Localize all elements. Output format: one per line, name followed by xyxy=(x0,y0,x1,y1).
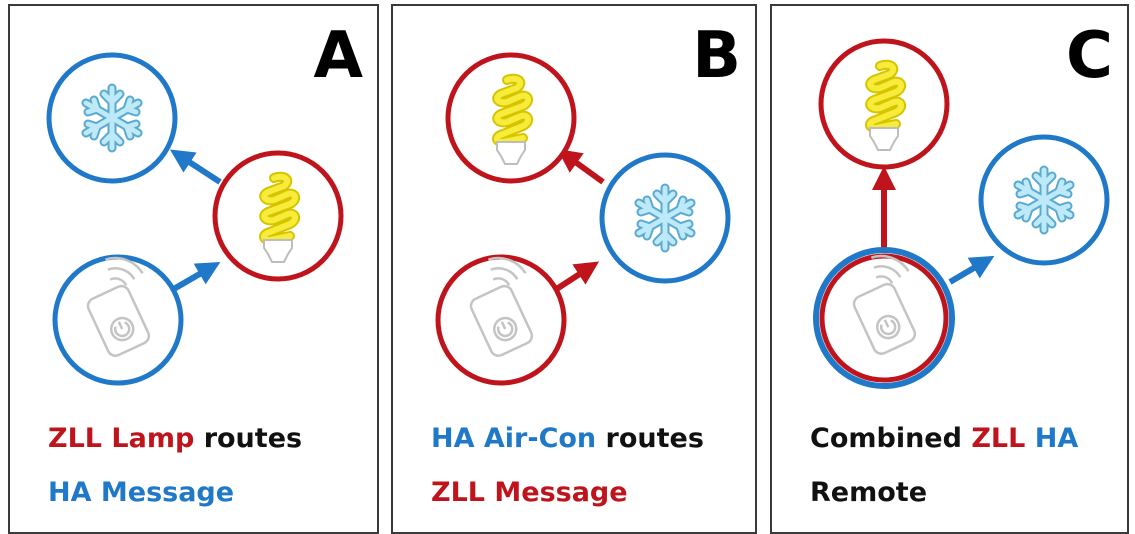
panel-letter: A xyxy=(313,19,363,93)
diagram-b xyxy=(435,52,731,386)
caption-line-1: HA Air-Con routes xyxy=(431,422,704,456)
light-bulb-icon xyxy=(492,73,533,165)
panel-letter: B xyxy=(692,19,741,93)
caption-line-2: Remote xyxy=(810,476,927,510)
snowflake-node xyxy=(599,152,731,284)
lamp-node xyxy=(818,38,950,170)
light-bulb-icon xyxy=(865,59,906,151)
caption-line-1: ZLL Lamp routes xyxy=(48,422,302,456)
panel-c: C Combined ZLL HA Remote xyxy=(770,4,1129,534)
caption-word: HA xyxy=(1025,423,1079,454)
caption-word: Lamp xyxy=(102,423,195,454)
route-arrow xyxy=(948,255,995,285)
caption-word: Remote xyxy=(810,477,928,508)
caption-line-2: ZLL Message xyxy=(431,476,628,510)
caption-word: HA Air-Con xyxy=(431,423,597,454)
route-arrow xyxy=(170,261,221,293)
caption-line-2: HA Message xyxy=(48,476,234,510)
lamp-node xyxy=(212,150,344,282)
lamp-node xyxy=(445,52,577,184)
caption-word: ZLL xyxy=(48,423,102,454)
light-bulb-icon xyxy=(259,171,300,263)
caption-word: HA Message xyxy=(48,477,235,508)
caption-line-1: Combined ZLL HA xyxy=(810,422,1078,456)
snowflake-node xyxy=(978,134,1110,266)
panel-a: A ZLL Lamp routes HA Message xyxy=(8,4,379,534)
remote-node xyxy=(52,254,184,386)
caption-word: Combined xyxy=(810,423,972,454)
caption-word: routes xyxy=(596,423,704,454)
panel-letter: C xyxy=(1066,19,1113,93)
route-arrow xyxy=(553,261,600,293)
remote-control-icon xyxy=(86,256,151,357)
remote-control-icon xyxy=(852,254,917,355)
caption-word: ZLL xyxy=(971,423,1026,454)
snowflake-node xyxy=(46,52,178,184)
remote-node xyxy=(813,247,955,389)
diagram-c xyxy=(813,38,1110,389)
remote-control-icon xyxy=(469,256,534,357)
panel-b: B HA Air-Con routes ZLL Message xyxy=(391,4,757,534)
caption-word: routes xyxy=(194,423,303,454)
route-arrow xyxy=(557,148,605,185)
caption-word: ZLL Message xyxy=(431,477,628,508)
diagram-a xyxy=(46,52,344,386)
remote-node xyxy=(435,254,567,386)
route-arrow xyxy=(169,149,222,185)
